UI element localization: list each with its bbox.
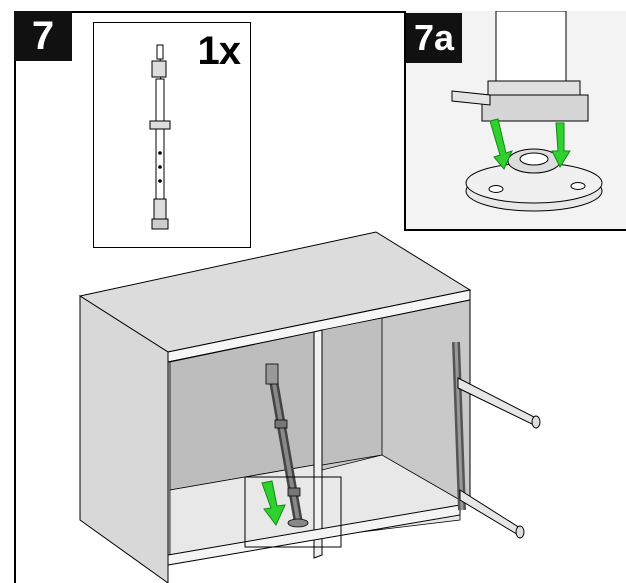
quantity-label: 1x [197,29,241,73]
foot-detail-illustration [451,11,603,212]
detail-number-badge: 7a [406,13,462,63]
quantity-panel: 1x [93,22,251,248]
detail-zoom-box [244,476,342,548]
step-number-badge: 7 [14,11,72,61]
rail-on-side-wall [452,341,541,539]
green-arrow-left [489,118,513,170]
green-down-arrow [261,480,286,526]
telescopic-rail-part [149,44,171,230]
page-frame [14,11,626,583]
detail-panel [404,11,626,231]
rail-in-cabinet [265,363,309,528]
green-arrow-right [551,122,571,169]
